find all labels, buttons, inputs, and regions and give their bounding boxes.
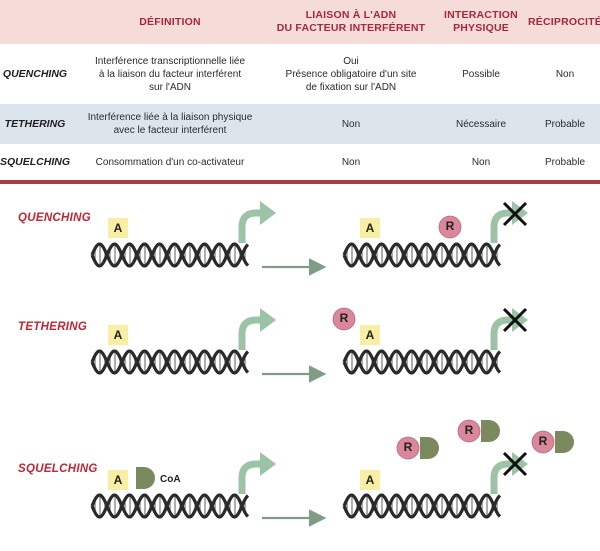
tethering-label: TETHERING: [18, 321, 88, 333]
activator-factor: A: [108, 218, 128, 238]
activator-factor: A: [360, 218, 380, 238]
dna-binding-line: de fixation sur l'ADN: [305, 81, 397, 93]
repressor-circle: [531, 430, 555, 454]
repressor-circle: [457, 419, 481, 443]
row-definition: Interférence transcriptionnelle liée à l…: [70, 44, 270, 104]
process-arrows: [262, 258, 327, 527]
dna-helix: [342, 349, 502, 375]
row-definition: Consommation d'un co-activateur: [70, 144, 270, 180]
term-quenching: QUENCHING: [2, 67, 68, 80]
table-row-squelching: SQUELCHING Consommation d'un co-activate…: [0, 144, 600, 180]
physical-value: Possible: [462, 68, 500, 80]
transcription-arrow: [490, 308, 528, 350]
repressor-letter: R: [464, 423, 474, 437]
reciprocity-value: Probable: [544, 118, 586, 130]
row-definition: Interférence liée à la liaison physique …: [70, 104, 270, 144]
definition-line: Interférence liée à la liaison physique: [87, 112, 253, 123]
dna-helix: [90, 493, 250, 519]
activator-factor: A: [108, 470, 128, 490]
table-bottom-rule: [0, 180, 600, 184]
row-physical: Possible: [432, 44, 530, 104]
definition-line: sur l'ADN: [149, 81, 191, 93]
repressor-letter: R: [538, 434, 548, 448]
coactivator-shape: [481, 420, 500, 442]
repressor-letter: R: [339, 311, 349, 325]
repressor-factors: [332, 215, 555, 460]
coactivator-shape: [136, 467, 155, 489]
header-dna-binding: LIAISON À L'ADN DU FACTEUR INTERFÉRENT: [270, 0, 432, 44]
row-dna-binding: Non: [270, 144, 432, 180]
physical-value: Non: [471, 156, 491, 168]
physical-value: Nécessaire: [455, 118, 507, 130]
reciprocity-value: Probable: [544, 156, 586, 168]
row-reciprocity: Probable: [530, 104, 600, 144]
transcription-arrow: [238, 201, 276, 243]
dna-binding-line: Oui: [343, 55, 359, 67]
dna-binding-line: Présence obligatoire d'un site: [285, 68, 417, 80]
coactivator-label: CoA: [160, 474, 181, 485]
block-cross-icon: [502, 307, 528, 333]
quenching-label: QUENCHING: [18, 212, 91, 224]
row-term: SQUELCHING: [0, 144, 70, 180]
transcription-arrow: [490, 201, 528, 243]
row-dna-binding: Oui Présence obligatoire d'un site de fi…: [270, 44, 432, 104]
dna-helix: [90, 349, 250, 375]
row-reciprocity: Non: [530, 44, 600, 104]
row-dna-binding: Non: [270, 104, 432, 144]
activator-factor: A: [108, 325, 128, 345]
dna-helix: [90, 242, 250, 268]
header-definition: DÉFINITION: [70, 0, 270, 44]
transcription-arrow: [238, 452, 276, 494]
transcription-arrow: [238, 308, 276, 350]
squelching-label: SQUELCHING: [18, 463, 98, 475]
header-physical-line1: INTERACTION: [444, 9, 518, 21]
dna-helix: [342, 493, 502, 519]
coactivator-factors: [136, 420, 574, 489]
definition-line: Consommation d'un co-activateur: [95, 156, 245, 168]
transcription-arrows: [238, 201, 528, 494]
definition-line: avec le facteur interférent: [113, 125, 227, 136]
row-physical: Non: [432, 144, 530, 180]
term-tethering: TETHERING: [4, 117, 66, 130]
repressor-circle: [332, 307, 356, 331]
repressor-letter: R: [403, 440, 413, 454]
table-row-tethering: TETHERING Interférence liée à la liaison…: [0, 104, 600, 144]
header-definition-text: DÉFINITION: [139, 15, 201, 28]
repressor-letter: R: [445, 219, 455, 233]
activator-factor: A: [360, 470, 380, 490]
block-cross-icon: [502, 451, 528, 477]
coactivator-shape: [555, 431, 574, 453]
term-squelching: SQUELCHING: [0, 155, 71, 168]
coactivator-shape: [420, 437, 439, 459]
block-cross-icon: [502, 201, 528, 227]
definition-line: à la liaison du facteur interférent: [98, 68, 242, 80]
header-physical-line2: PHYSIQUE: [453, 22, 509, 34]
header-physical: INTERACTION PHYSIQUE: [432, 0, 530, 44]
table-header: DÉFINITION LIAISON À L'ADN DU FACTEUR IN…: [0, 0, 600, 44]
header-reciprocity: RÉCIPROCITÉ: [528, 0, 600, 44]
row-term: QUENCHING: [0, 44, 70, 104]
definition-line: Interférence transcriptionnelle liée: [94, 55, 246, 67]
dna-strands: [90, 242, 502, 519]
transcription-arrow: [490, 452, 528, 494]
table-row-quenching: QUENCHING Interférence transcriptionnell…: [0, 44, 600, 104]
header-dna-binding-line2: DU FACTEUR INTERFÉRENT: [276, 22, 426, 34]
repressor-circle: [396, 436, 420, 460]
row-term: TETHERING: [0, 104, 70, 144]
row-physical: Nécessaire: [432, 104, 530, 144]
repressor-circle: [438, 215, 462, 239]
dna-binding-value: Non: [341, 118, 361, 130]
header-reciprocity-text: RÉCIPROCITÉ: [528, 15, 600, 28]
dna-helix: [342, 242, 502, 268]
reciprocity-value: Non: [555, 68, 575, 80]
activator-factor: A: [360, 325, 380, 345]
dna-binding-value: Non: [341, 156, 361, 168]
inhibition-crosses: [502, 201, 528, 477]
row-reciprocity: Probable: [530, 144, 600, 180]
header-dna-binding-line1: LIAISON À L'ADN: [305, 9, 397, 21]
